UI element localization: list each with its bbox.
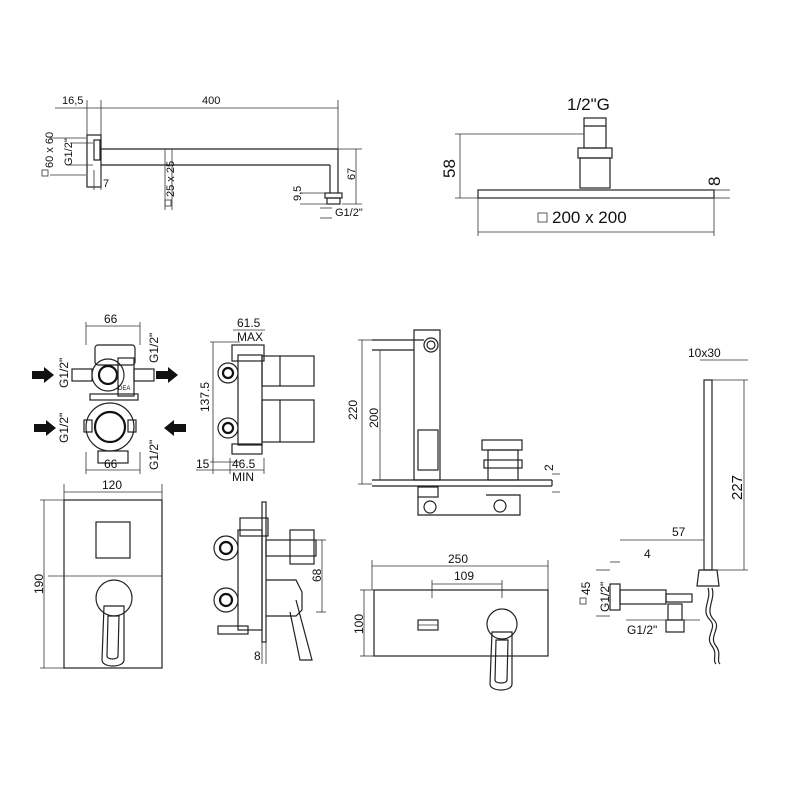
- wall-plate-dim-100: 100: [352, 614, 366, 634]
- arm-dim-400: 400: [202, 95, 220, 107]
- valve-dim-66-top: 66: [104, 312, 118, 326]
- spout-side-drawing: 220 200 2: [346, 329, 560, 516]
- arm-dim-9-5: 9,5: [292, 186, 304, 201]
- arm-outlet-nut: [324, 192, 343, 199]
- plate-diverter-knob: [95, 521, 131, 559]
- plate-side-wall-plate: [261, 501, 267, 643]
- plate-dim-120: 120: [102, 478, 122, 492]
- wall-plate-handle-hub: [486, 608, 518, 640]
- outlet-arrow-right-top: [156, 367, 178, 383]
- wall-plate-dim-250: 250: [448, 552, 468, 566]
- hand-dim-4: 4: [644, 547, 651, 561]
- valve-dim-g12-left-b: G1/2": [57, 413, 71, 443]
- valve-side-bottom-cartridge: [261, 399, 315, 443]
- valve-dim-g12-left-a: G1/2": [57, 358, 71, 388]
- valve-dim-g12-br: G1/2": [147, 440, 161, 470]
- square-size-icon: [537, 212, 548, 223]
- hand-dim-45: 45: [579, 581, 593, 595]
- arm-dim-g12-bottom: G1/2": [335, 207, 363, 219]
- valve-dim-66-bottom: 66: [104, 457, 118, 471]
- valve-body-front-drawing: 66 DEA G1/2" G1/2" G1/2" G1/2" 66: [32, 312, 186, 474]
- head-plate: [477, 189, 715, 199]
- plate-side-knob: [289, 529, 315, 565]
- shower-arm-drawing: 16,5 400 60 x 60 G1/2" 7 25 x 25 9,5 67 …: [41, 95, 363, 219]
- shower-head-drawing: 1/2"G 58 8 200 x 200: [440, 95, 730, 236]
- head-dim-58: 58: [440, 159, 459, 178]
- plate-lever: [101, 605, 125, 667]
- valve-side-top-cartridge: [261, 355, 315, 387]
- plate-side-dim-8: 8: [254, 649, 261, 663]
- arm-dim-g12-left: G1/2": [63, 138, 75, 166]
- arm-wall-connector: [93, 139, 101, 161]
- hose-coil: [705, 587, 717, 665]
- wall-plate: [373, 589, 549, 657]
- wall-plate-dim-109: 109: [454, 569, 474, 583]
- head-dim-size: 200 x 200: [552, 208, 627, 227]
- arm-outlet-thread: [326, 197, 341, 205]
- arm-dim-60x60: 60 x 60: [44, 132, 56, 168]
- wall-spout-plate-drawing: 250 109 100: [352, 552, 549, 691]
- spout-dim-2: 2: [542, 464, 556, 471]
- valve-side-dim-15: 15: [196, 457, 210, 471]
- hand-dim-57: 57: [672, 525, 686, 539]
- valve-side-dim-46-5: 46.5: [232, 457, 256, 471]
- valve-side-dim-61-5: 61.5: [237, 316, 261, 330]
- arm-dim-67: 67: [346, 168, 358, 180]
- outlet-arrow-left-top: [32, 367, 54, 383]
- inlet-arrow-right: [164, 420, 186, 436]
- valve-body-side-drawing: 137.5 61.5 MAX 15 46.5 MIN: [196, 316, 315, 484]
- mixer-plate: [63, 499, 163, 669]
- plate-handle-hub: [95, 579, 133, 617]
- spout-dim-220: 220: [346, 400, 360, 420]
- plate-side-lever: [289, 599, 313, 661]
- hand-dim-g12-h: G1/2": [627, 623, 657, 637]
- square-section-icon: [41, 169, 49, 177]
- valve-body-mark: DEA: [118, 386, 130, 392]
- plate-side-dim-68: 68: [310, 568, 324, 582]
- spout-dim-200: 200: [367, 408, 381, 428]
- valve-side-dim-137-5: 137.5: [198, 382, 212, 412]
- hand-dim-227: 227: [729, 475, 746, 500]
- inlet-arrow-left: [34, 420, 56, 436]
- mixer-plate-front-drawing: 120 190: [32, 478, 163, 669]
- head-connector-top: [583, 117, 607, 149]
- wall-plate-lever: [489, 631, 513, 691]
- square-section-icon-2: [164, 199, 172, 207]
- arm-dim-16-5: 16,5: [62, 95, 83, 107]
- valve-side-min: MIN: [232, 470, 254, 484]
- hand-dim-g12-v: G1/2": [598, 582, 612, 612]
- head-connector-body: [579, 157, 611, 189]
- hand-shower-handle: [703, 379, 713, 571]
- mixer-plate-side-drawing: 68 8: [213, 501, 326, 664]
- hand-shower-drawing: 10x30 227 57 4 45 G1/2" G1/2": [579, 346, 748, 665]
- arm-dim-7: 7: [103, 178, 109, 190]
- hand-dim-10x30: 10x30: [688, 346, 721, 360]
- head-connector-nut: [577, 147, 613, 159]
- head-dim-8: 8: [705, 177, 724, 186]
- plate-dim-190: 190: [32, 574, 46, 594]
- head-thread-label: 1/2"G: [567, 95, 610, 114]
- arm-dim-25x25: 25 x 25: [165, 161, 177, 197]
- valve-side-max: MAX: [237, 330, 263, 344]
- valve-dim-g12-tr: G1/2": [147, 333, 161, 363]
